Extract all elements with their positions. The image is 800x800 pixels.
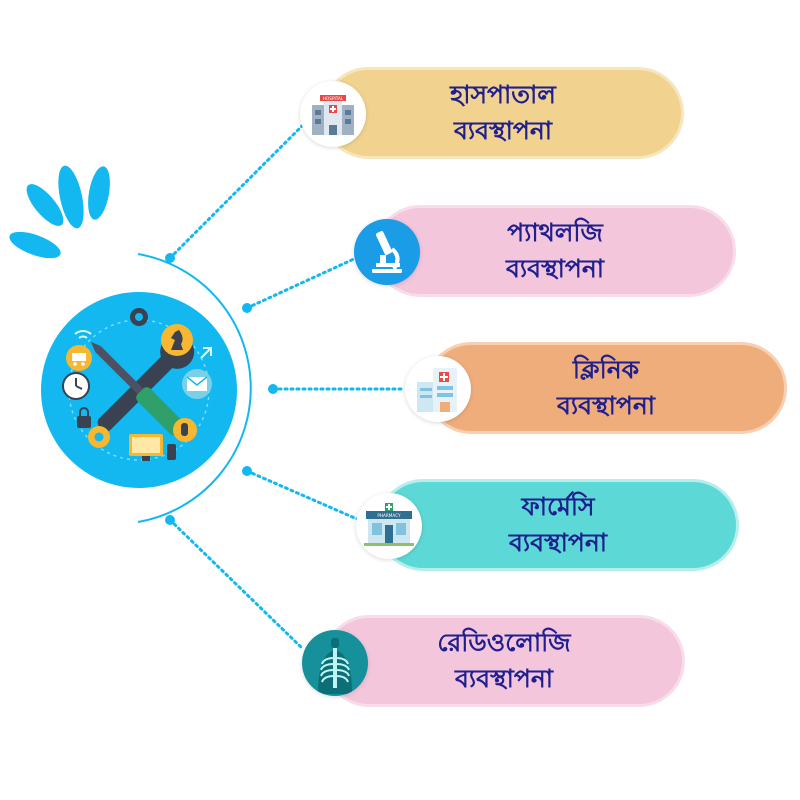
hub-arc: [137, 253, 252, 523]
hand-pointer-icon: [173, 418, 197, 442]
pill-line1: প্যাথলজি: [507, 217, 603, 247]
share-icon: [200, 347, 212, 359]
pill-line2: ব্যবস্থাপনা: [454, 664, 554, 693]
connector-hospital: [168, 122, 306, 260]
pill-line1: রেডিওলোজি: [437, 627, 571, 657]
chess-knight-icon: [161, 324, 193, 356]
connector-dot-hospital: [165, 253, 175, 263]
mail-icon: [182, 369, 212, 399]
lock-icon: [77, 407, 91, 428]
connector-pharmacy: [245, 469, 359, 521]
pill-line2: ব্যবস্থাপনা: [508, 528, 608, 557]
hospital-building-icon: HOSPITAL: [300, 81, 366, 147]
hospital-caption: HOSPITAL: [323, 96, 344, 101]
gear-icon: [130, 308, 148, 326]
connector-dot-clinic: [268, 384, 278, 394]
burst-decoration-icon: [9, 165, 110, 259]
pharmacy-management-pill: ফার্মেসি ব্যবস্থাপনা: [377, 479, 739, 571]
connector-dot-radiology: [165, 515, 175, 525]
wifi-icon: [74, 330, 92, 339]
xray-chest-icon: [302, 630, 368, 696]
connector-dot-pathology: [242, 303, 252, 313]
clinic-management-pill: ক্লিনিক ব্যবস্থাপনা: [425, 342, 787, 434]
pill-line1: হাসপাতাল: [450, 79, 556, 109]
cart-icon: [66, 345, 92, 371]
settings-gear-icon: [88, 426, 110, 448]
clock-icon: [62, 372, 90, 400]
microscope-icon: [354, 219, 420, 285]
phone-icon: [167, 444, 176, 460]
clinic-building-icon: [405, 356, 471, 422]
pharmacy-store-icon: PHARMACY: [356, 493, 422, 559]
connector-pathology: [245, 256, 358, 310]
monitor-icon: [129, 434, 163, 461]
pill-line1: ক্লিনিক: [572, 354, 640, 384]
pill-line2: ব্যবস্থাপনা: [453, 116, 553, 145]
connector-dot-pharmacy: [242, 466, 252, 476]
radiology-management-pill: রেডিওলোজি ব্যবস্থাপনা: [323, 615, 685, 707]
pharmacy-caption: PHARMACY: [377, 513, 401, 518]
pill-line2: ব্যবস্থাপনা: [556, 391, 656, 420]
pathology-management-pill: প্যাথলজি ব্যবস্থাপনা: [374, 205, 736, 297]
pill-line2: ব্যবস্থাপনা: [505, 254, 605, 283]
connector-radiology: [168, 518, 305, 651]
tools-management-hub-icon: [41, 292, 237, 488]
hospital-management-pill: হাসপাতাল ব্যবস্থাপনা: [322, 67, 684, 159]
pill-line1: ফার্মেসি: [521, 491, 595, 521]
